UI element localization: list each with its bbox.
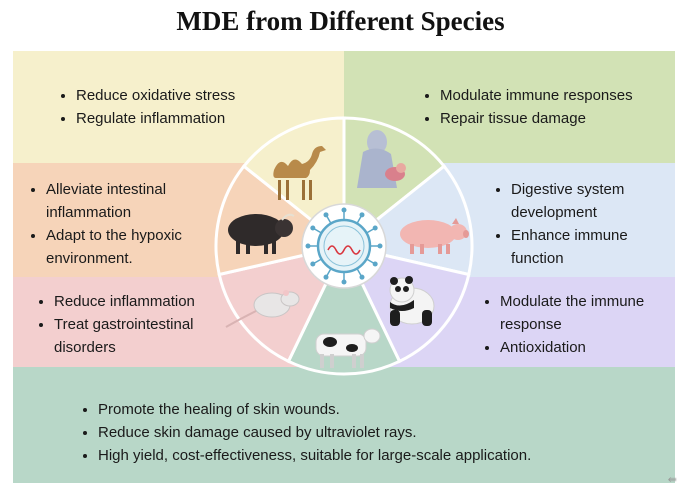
exosome-spike-tip	[305, 243, 311, 249]
camel-icon	[273, 146, 326, 200]
page-title: MDE from Different Species	[176, 6, 505, 36]
exosome-spike-tip	[372, 261, 378, 267]
human-effects: Modulate immune responses Repair tissue …	[418, 84, 668, 130]
rat-icon	[225, 290, 300, 328]
list-item: Repair tissue damage	[440, 107, 668, 130]
exosome-spike	[366, 228, 374, 234]
yak-effects: Alleviate intestinal inflammation Adapt …	[24, 178, 204, 270]
pig-effects: Digestive system development Enhance imm…	[489, 178, 669, 270]
cow-icon	[315, 328, 381, 368]
exosome-spike-tip	[359, 274, 365, 280]
exosome-spike-tip	[359, 212, 365, 218]
list-item: High yield, cost-effectiveness, suitable…	[98, 444, 616, 467]
list-item: Modulate the immune response	[500, 290, 668, 336]
exosome-spike-tip	[323, 212, 329, 218]
exosome-spike	[326, 268, 332, 276]
list-item: Treat gastrointestinal disorders	[54, 313, 222, 359]
list-item: Reduce inflammation	[54, 290, 222, 313]
camel-effects: Reduce oxidative stress Regulate inflamm…	[54, 84, 294, 130]
list-item: Modulate immune responses	[440, 84, 668, 107]
exosome-icon	[305, 207, 383, 285]
exosome-spike-tip	[341, 279, 347, 285]
exosome-spike-tip	[310, 261, 316, 267]
exosome-spike	[314, 258, 322, 264]
exosome-spike	[326, 216, 332, 224]
cow-effects: Promote the healing of skin wounds. Redu…	[76, 398, 616, 467]
pig-icon	[400, 218, 469, 254]
exosome-spike	[314, 228, 322, 234]
exosome-spike-tip	[377, 243, 383, 249]
exosome-spike-tip	[341, 207, 347, 213]
mother-breastfeeding-icon	[357, 130, 406, 188]
list-item: Antioxidation	[500, 336, 668, 359]
yak-icon	[228, 213, 295, 254]
rat-effects: Reduce inflammation Treat gastrointestin…	[32, 290, 222, 359]
list-item: Enhance immune function	[511, 224, 669, 270]
list-item: Reduce skin damage caused by ultraviolet…	[98, 421, 616, 444]
list-item: Alleviate intestinal inflammation	[46, 178, 204, 224]
list-item: Regulate inflammation	[76, 107, 294, 130]
list-item: Reduce oxidative stress	[76, 84, 294, 107]
exosome-spike	[356, 268, 362, 276]
panda-icon	[389, 276, 435, 326]
exosome-spike-tip	[323, 274, 329, 280]
exosome-spike-tip	[310, 225, 316, 231]
list-item: Promote the healing of skin wounds.	[98, 398, 616, 421]
exosome-spike	[366, 258, 374, 264]
exosome-spike-tip	[372, 225, 378, 231]
exosome-spike	[356, 216, 362, 224]
arrow-icon: ⇚	[667, 474, 677, 486]
panda-effects: Modulate the immune response Antioxidati…	[478, 290, 668, 359]
panel-cow	[13, 367, 675, 483]
list-item: Adapt to the hypoxic environment.	[46, 224, 204, 270]
list-item: Digestive system development	[511, 178, 669, 224]
